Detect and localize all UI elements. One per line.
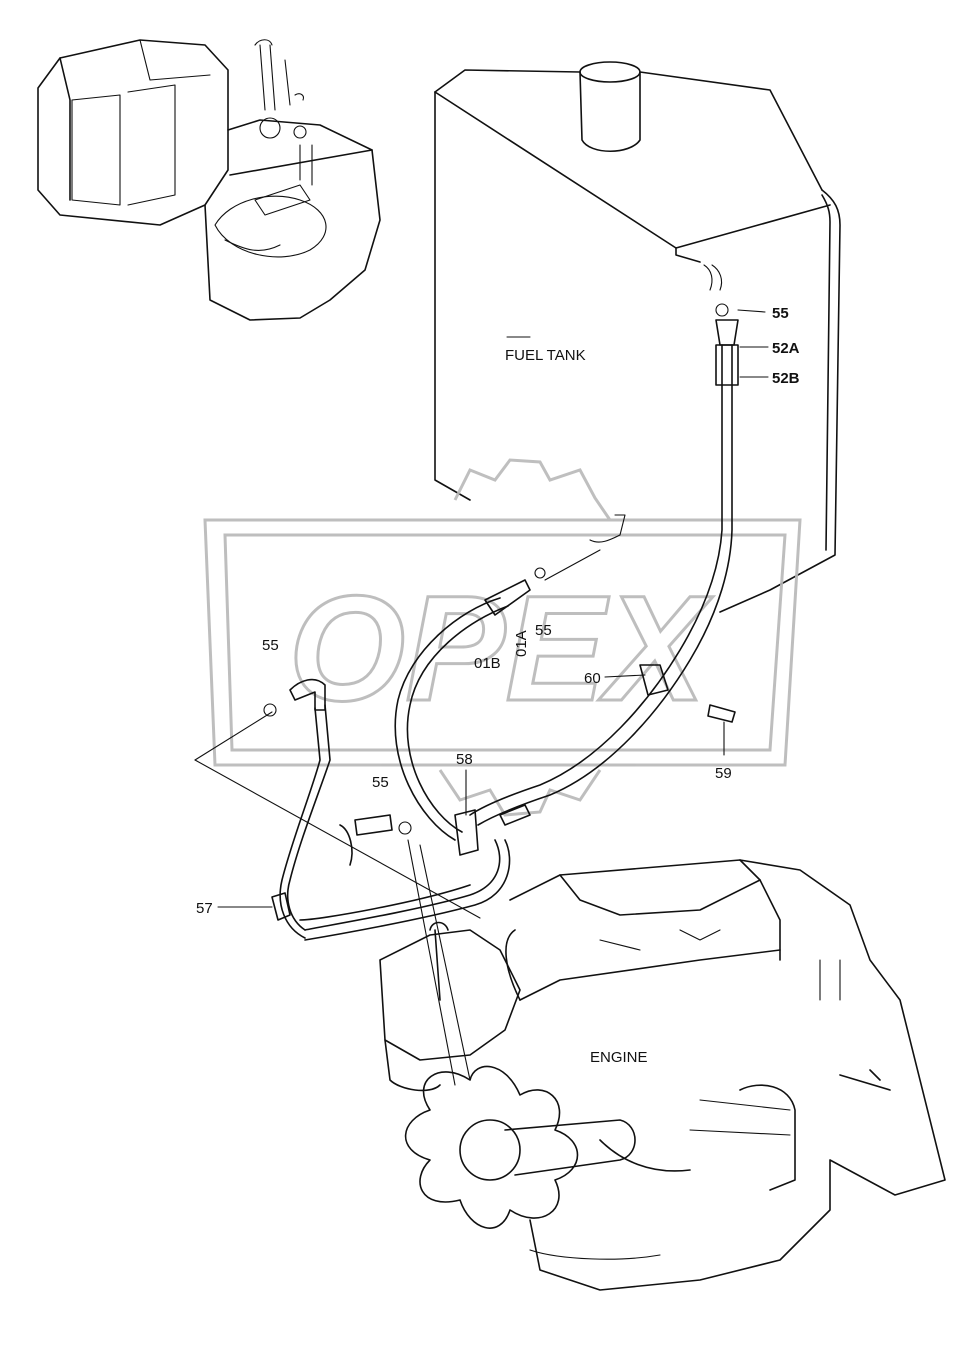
callout-55-left: 55 <box>262 637 279 654</box>
excavator-inset-illustration <box>37 39 381 321</box>
leader-lines <box>194 309 769 1086</box>
fuel-tank-label: FUEL TANK <box>505 347 586 364</box>
callout-55-low: 55 <box>372 774 389 791</box>
callout-52b: 52B <box>772 370 800 387</box>
fuel-tank-illustration <box>434 61 841 613</box>
watermark-text: OPEX <box>289 564 714 732</box>
watermark-logo: OPEX <box>203 458 802 817</box>
engine-illustration <box>379 859 946 1291</box>
callout-59: 59 <box>715 765 732 782</box>
callout-60: 60 <box>584 670 601 687</box>
fuel-lines <box>263 303 739 941</box>
callout-55-top: 55 <box>772 305 789 322</box>
callout-01b: 01B <box>474 655 501 672</box>
callout-52a: 52A <box>772 340 800 357</box>
callout-55-mid: 55 <box>535 622 552 639</box>
engine-label: ENGINE <box>590 1049 648 1066</box>
callout-58: 58 <box>456 751 473 768</box>
callout-57: 57 <box>196 900 213 917</box>
callout-01a: 01A <box>513 630 530 657</box>
